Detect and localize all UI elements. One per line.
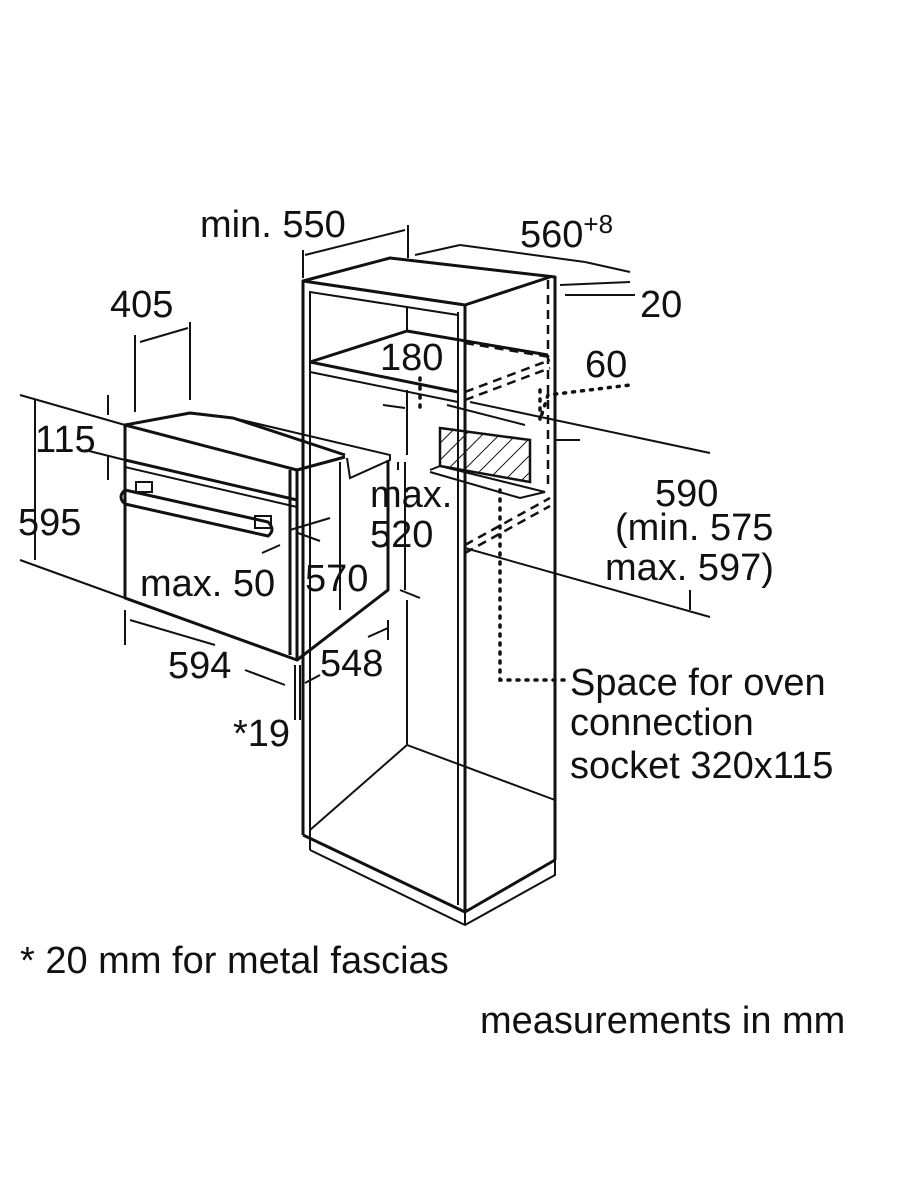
socket-note-line-1: Space for oven: [570, 662, 826, 704]
dim-niche-range-min: (min. 575: [615, 507, 773, 549]
dim-oven-top-depth: 405: [110, 284, 173, 326]
socket-area: [438, 426, 532, 484]
socket-note-line-3: socket 320x115: [570, 745, 833, 787]
dim-niche-range-max: max. 597): [605, 547, 774, 589]
dim-floor-depth-value: 520: [370, 514, 433, 556]
dim-oven-body-height: 570: [305, 558, 368, 600]
units-note: measurements in mm: [480, 1000, 845, 1042]
socket-note-line-2: connection: [570, 702, 754, 744]
dim-floor-depth-label: max.: [370, 474, 452, 516]
dim-rear-gap: 60: [585, 344, 627, 386]
dim-oven-width: 594: [168, 645, 231, 687]
dim-vent-opening: 180: [380, 337, 443, 379]
dimension-lines: [19, 225, 711, 720]
oven: [119, 411, 391, 662]
dim-cabinet-depth: min. 550: [200, 204, 346, 246]
dim-oven-height: 595: [18, 502, 81, 544]
dim-panel-height: 115: [35, 419, 96, 461]
tall-cabinet: [301, 256, 632, 927]
dim-cabinet-width: 560+8: [520, 209, 613, 256]
footnote: * 20 mm for metal fascias: [20, 940, 449, 982]
dim-back-gap: 20: [640, 284, 682, 326]
dim-oven-body-depth: 548: [320, 643, 383, 685]
dim-handle-projection: max. 50: [140, 563, 275, 605]
dim-fascia-thickness: *19: [233, 713, 290, 755]
dim-cabinet-width-tolerance: +8: [583, 209, 613, 239]
oven-handle: [119, 481, 274, 538]
dim-niche-height: 590: [655, 473, 718, 515]
